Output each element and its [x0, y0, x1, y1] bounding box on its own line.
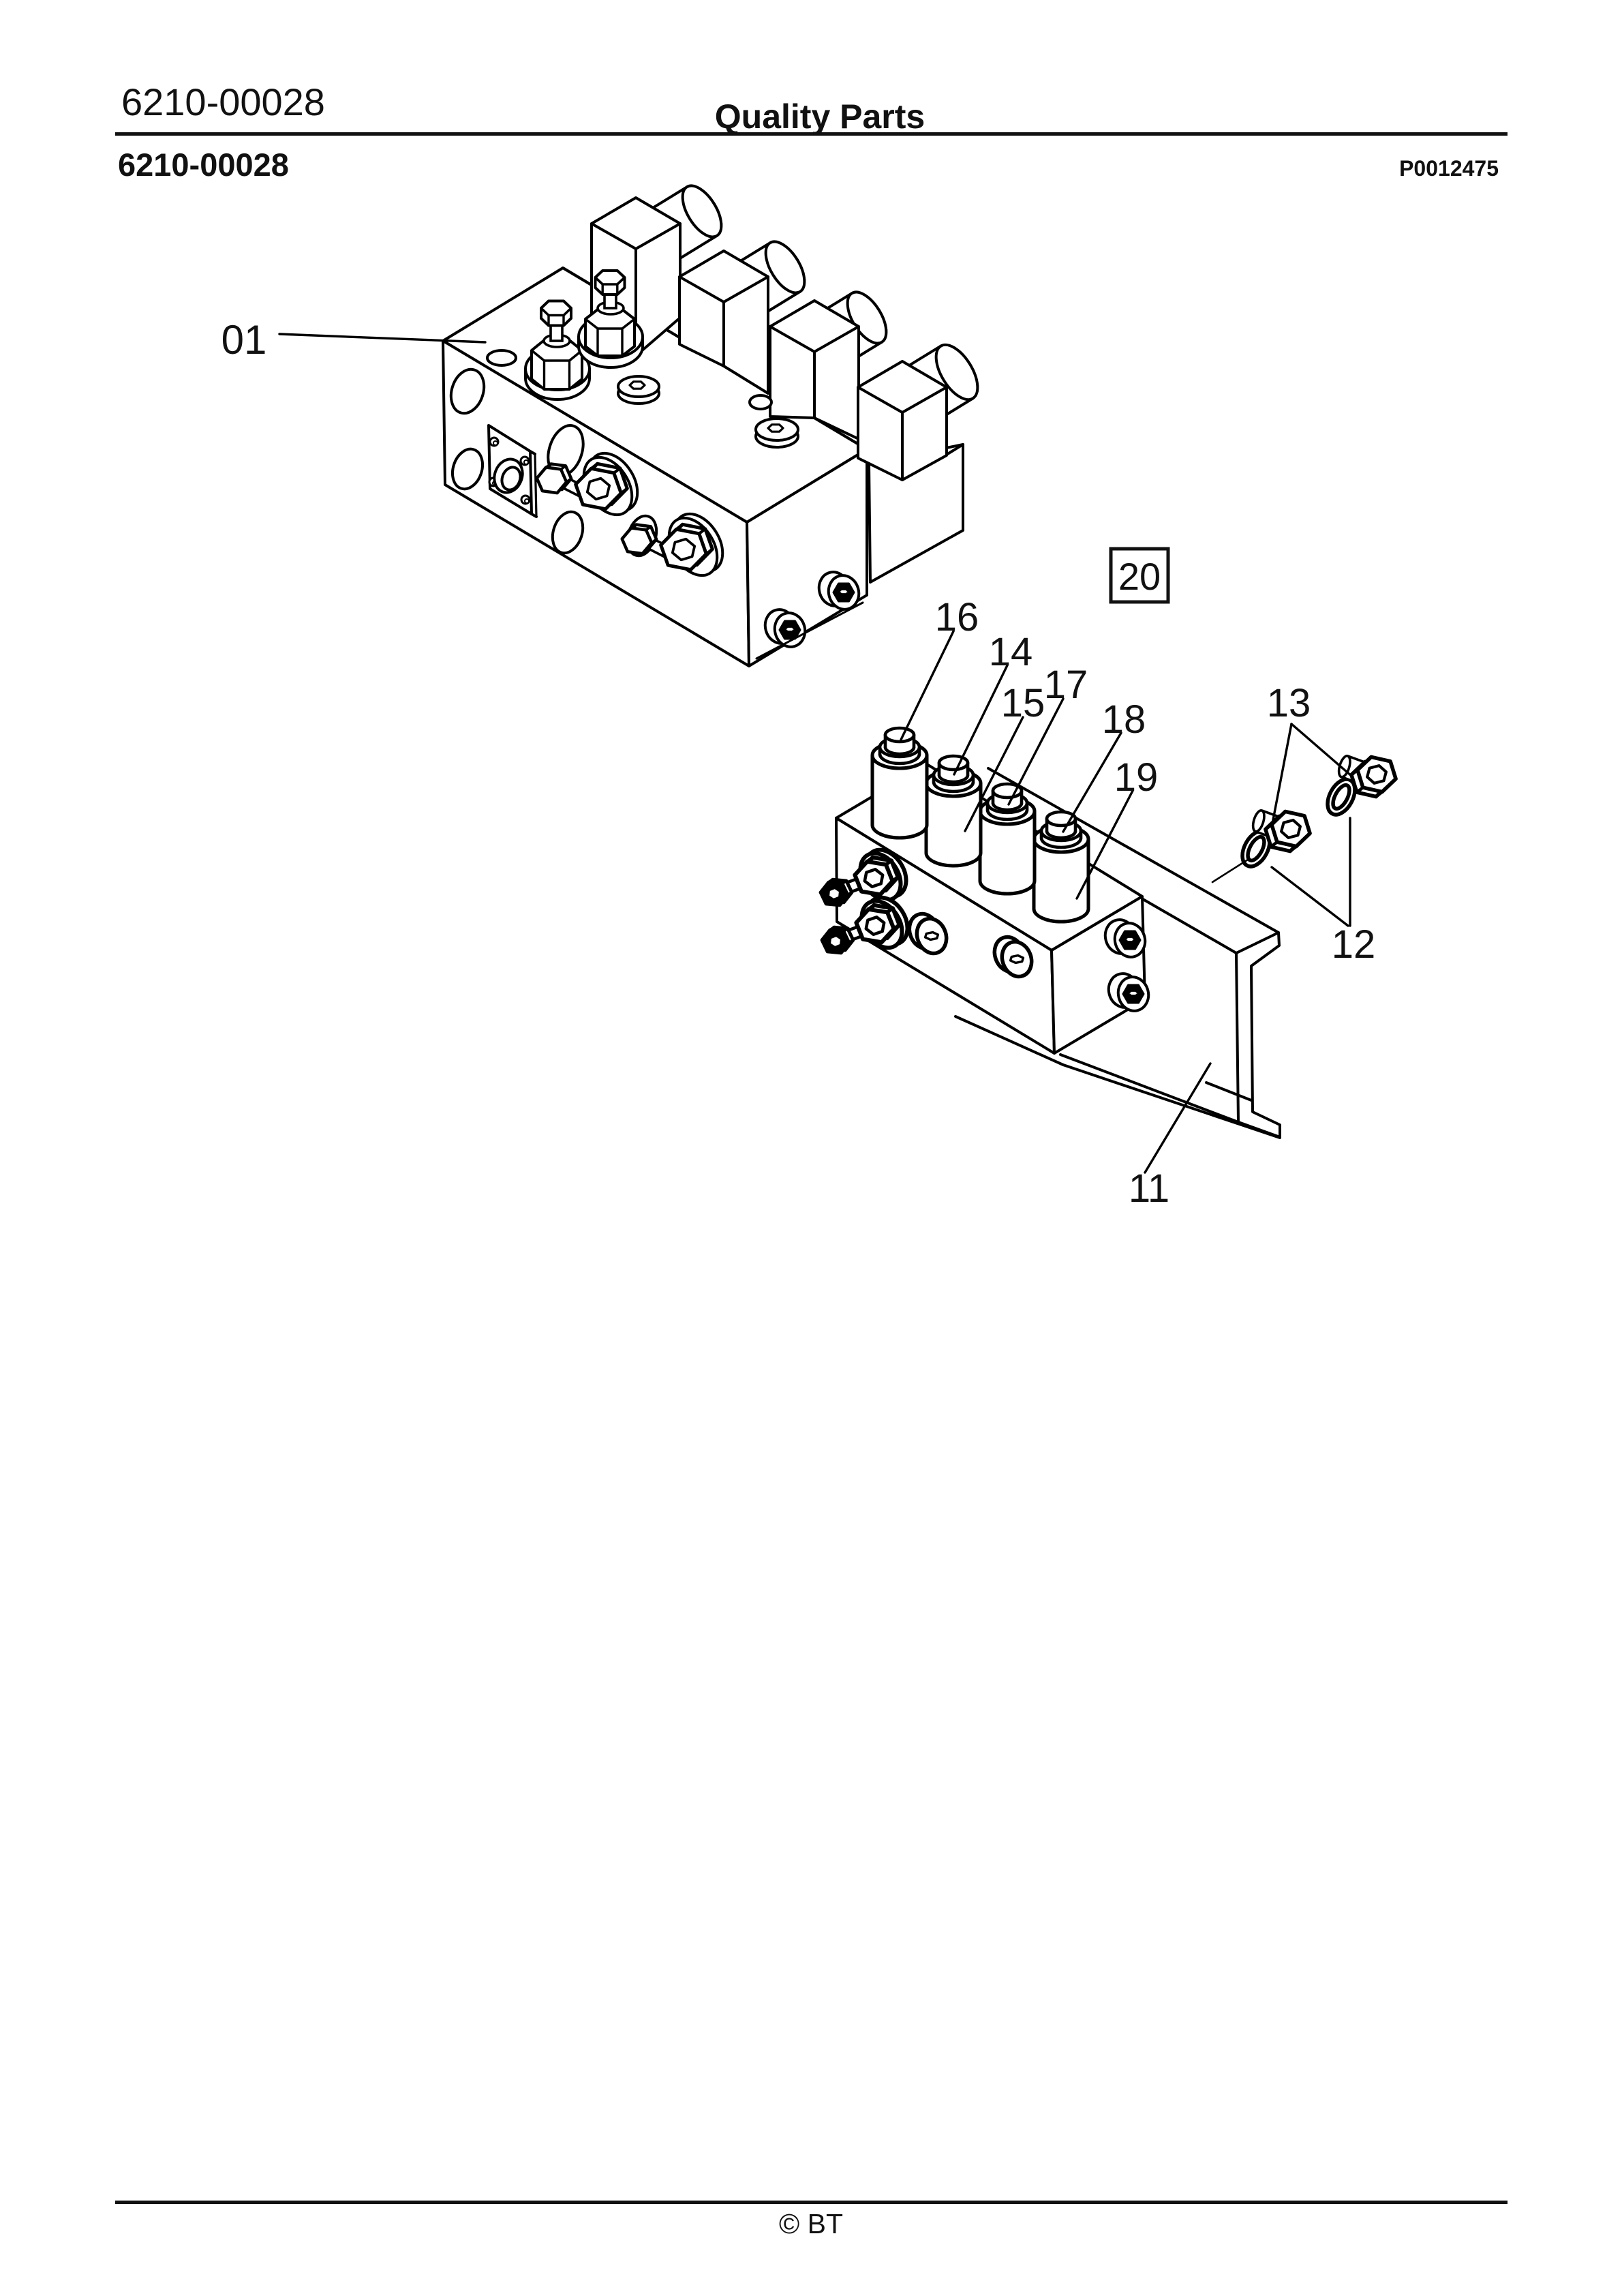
- svg-text:20: 20: [1118, 555, 1161, 598]
- svg-text:Quality Parts: Quality Parts: [715, 97, 925, 136]
- svg-text:01: 01: [221, 317, 267, 363]
- svg-text:P0012475: P0012475: [1399, 156, 1499, 181]
- svg-text:© BT: © BT: [779, 2208, 843, 2239]
- svg-text:19: 19: [1114, 755, 1159, 800]
- svg-text:14: 14: [989, 630, 1033, 674]
- svg-text:6210-00028: 6210-00028: [121, 80, 325, 123]
- svg-text:6210-00028: 6210-00028: [118, 147, 289, 183]
- svg-text:15: 15: [1001, 681, 1045, 725]
- svg-text:11: 11: [1129, 1166, 1169, 1211]
- svg-text:13: 13: [1267, 681, 1311, 725]
- svg-text:18: 18: [1102, 697, 1146, 742]
- svg-text:16: 16: [935, 595, 979, 639]
- svg-text:12: 12: [1332, 922, 1376, 967]
- svg-text:17: 17: [1044, 663, 1088, 707]
